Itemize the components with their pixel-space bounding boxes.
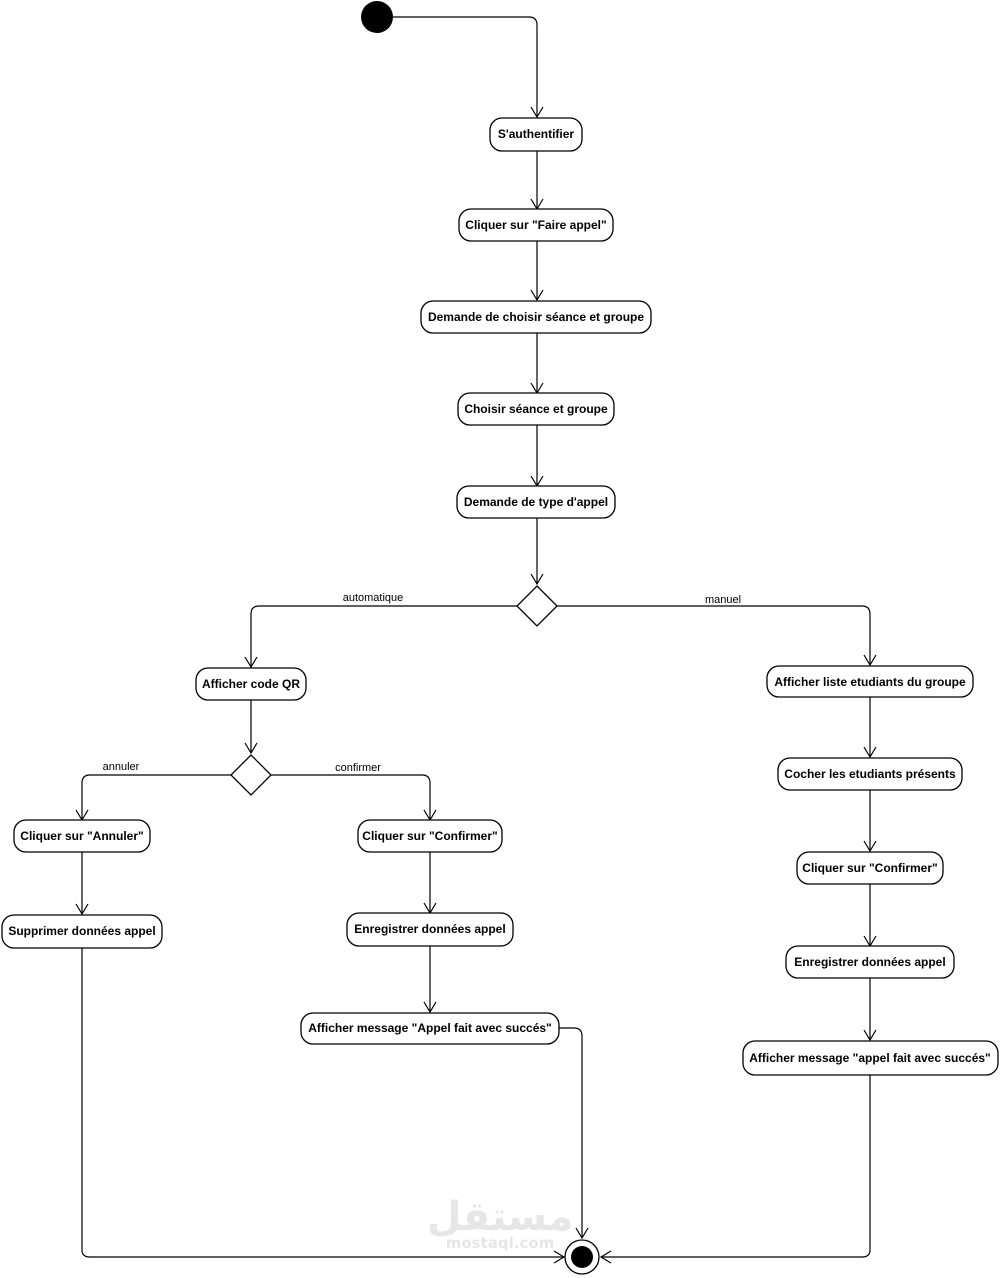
guard-confirm: confirmer [335,762,381,774]
action-choose-session-group: Choisir séance et groupe [457,392,615,426]
action-choose-session-group-label: Choisir séance et groupe [464,402,608,416]
arrowhead [75,903,89,916]
watermark: مستقل mostaql.com [427,1194,573,1252]
action-authenticate-label: S'authentifier [498,127,575,141]
action-click-confirm-manual-label: Cliquer sur "Confirmer" [802,861,937,875]
action-success-manual-label: Afficher message "appel fait avec succés… [749,1051,991,1065]
edge-decision-list [557,605,871,665]
edge-success-manual-final [601,1075,871,1258]
edge-success-final [559,1027,583,1238]
arrowhead [530,289,544,302]
arrowhead [553,1250,566,1264]
action-request-session-group: Demande de choisir séance et groupe [420,300,652,334]
action-click-faire-appel-label: Cliquer sur "Faire appel" [465,218,606,232]
action-success-auto-label: Afficher message "Appel fait avec succés… [308,1021,552,1035]
initial-node [361,1,393,33]
guard-manual: manuel [705,594,741,606]
action-save-data-manual-label: Enregistrer données appel [794,955,945,969]
action-save-data-manual: Enregistrer données appel [785,945,955,979]
action-show-student-list-label: Afficher liste etudiants du groupe [774,675,966,689]
action-show-qr: Afficher code QR [195,667,307,701]
action-delete-data: Supprimer données appel [1,914,163,949]
action-delete-data-label: Supprimer données appel [8,924,155,938]
watermark-latin: mostaql.com [446,1234,555,1252]
action-click-cancel: Cliquer sur "Annuler" [13,819,151,853]
action-request-call-type: Demande de type d'appel [456,485,616,519]
decision-confirm-cancel [230,754,272,796]
edges [81,16,871,1258]
action-show-qr-label: Afficher code QR [202,677,300,691]
watermark-arabic: مستقل [427,1194,573,1240]
action-click-confirm-auto-label: Cliquer sur "Confirmer" [362,829,497,843]
action-request-session-group-label: Demande de choisir séance et groupe [428,310,644,324]
action-click-faire-appel: Cliquer sur "Faire appel" [458,208,614,242]
action-check-students: Cocher les etudiants présents [777,757,963,791]
arrowheads [75,106,877,1264]
guard-automatic: automatique [343,592,404,604]
edge-delete-final [81,948,564,1258]
arrowhead [530,573,544,586]
action-success-auto: Afficher message "Appel fait avec succés… [300,1012,560,1045]
decision-call-type [516,585,558,627]
arrowhead [530,106,544,119]
final-node [564,1239,600,1275]
arrowhead [863,1029,877,1042]
arrowhead [575,1227,589,1240]
action-click-confirm-auto: Cliquer sur "Confirmer" [357,819,503,853]
action-save-data-auto-label: Enregistrer données appel [354,922,505,936]
action-click-confirm-manual: Cliquer sur "Confirmer" [796,851,944,885]
edge-decision-cancel [81,774,231,820]
action-authenticate: S'authentifier [489,117,583,152]
arrowhead [244,656,258,669]
action-success-manual: Afficher message "appel fait avec succés… [742,1040,999,1076]
arrowhead [863,840,877,853]
edge-decision-qr [250,605,517,667]
action-show-student-list: Afficher liste etudiants du groupe [766,665,974,698]
arrowhead [863,654,877,667]
action-click-cancel-label: Cliquer sur "Annuler" [20,829,143,843]
arrowhead [599,1250,612,1264]
edge-decision-confirm [271,774,431,820]
action-save-data-auto: Enregistrer données appel [346,912,514,947]
edge-start-authenticate [393,16,538,117]
arrowhead [244,742,258,755]
arrowhead [423,1001,437,1014]
guard-cancel: annuler [103,761,140,773]
action-request-call-type-label: Demande de type d'appel [464,495,608,509]
arrowhead [863,746,877,759]
action-check-students-label: Cocher les etudiants présents [784,767,956,781]
